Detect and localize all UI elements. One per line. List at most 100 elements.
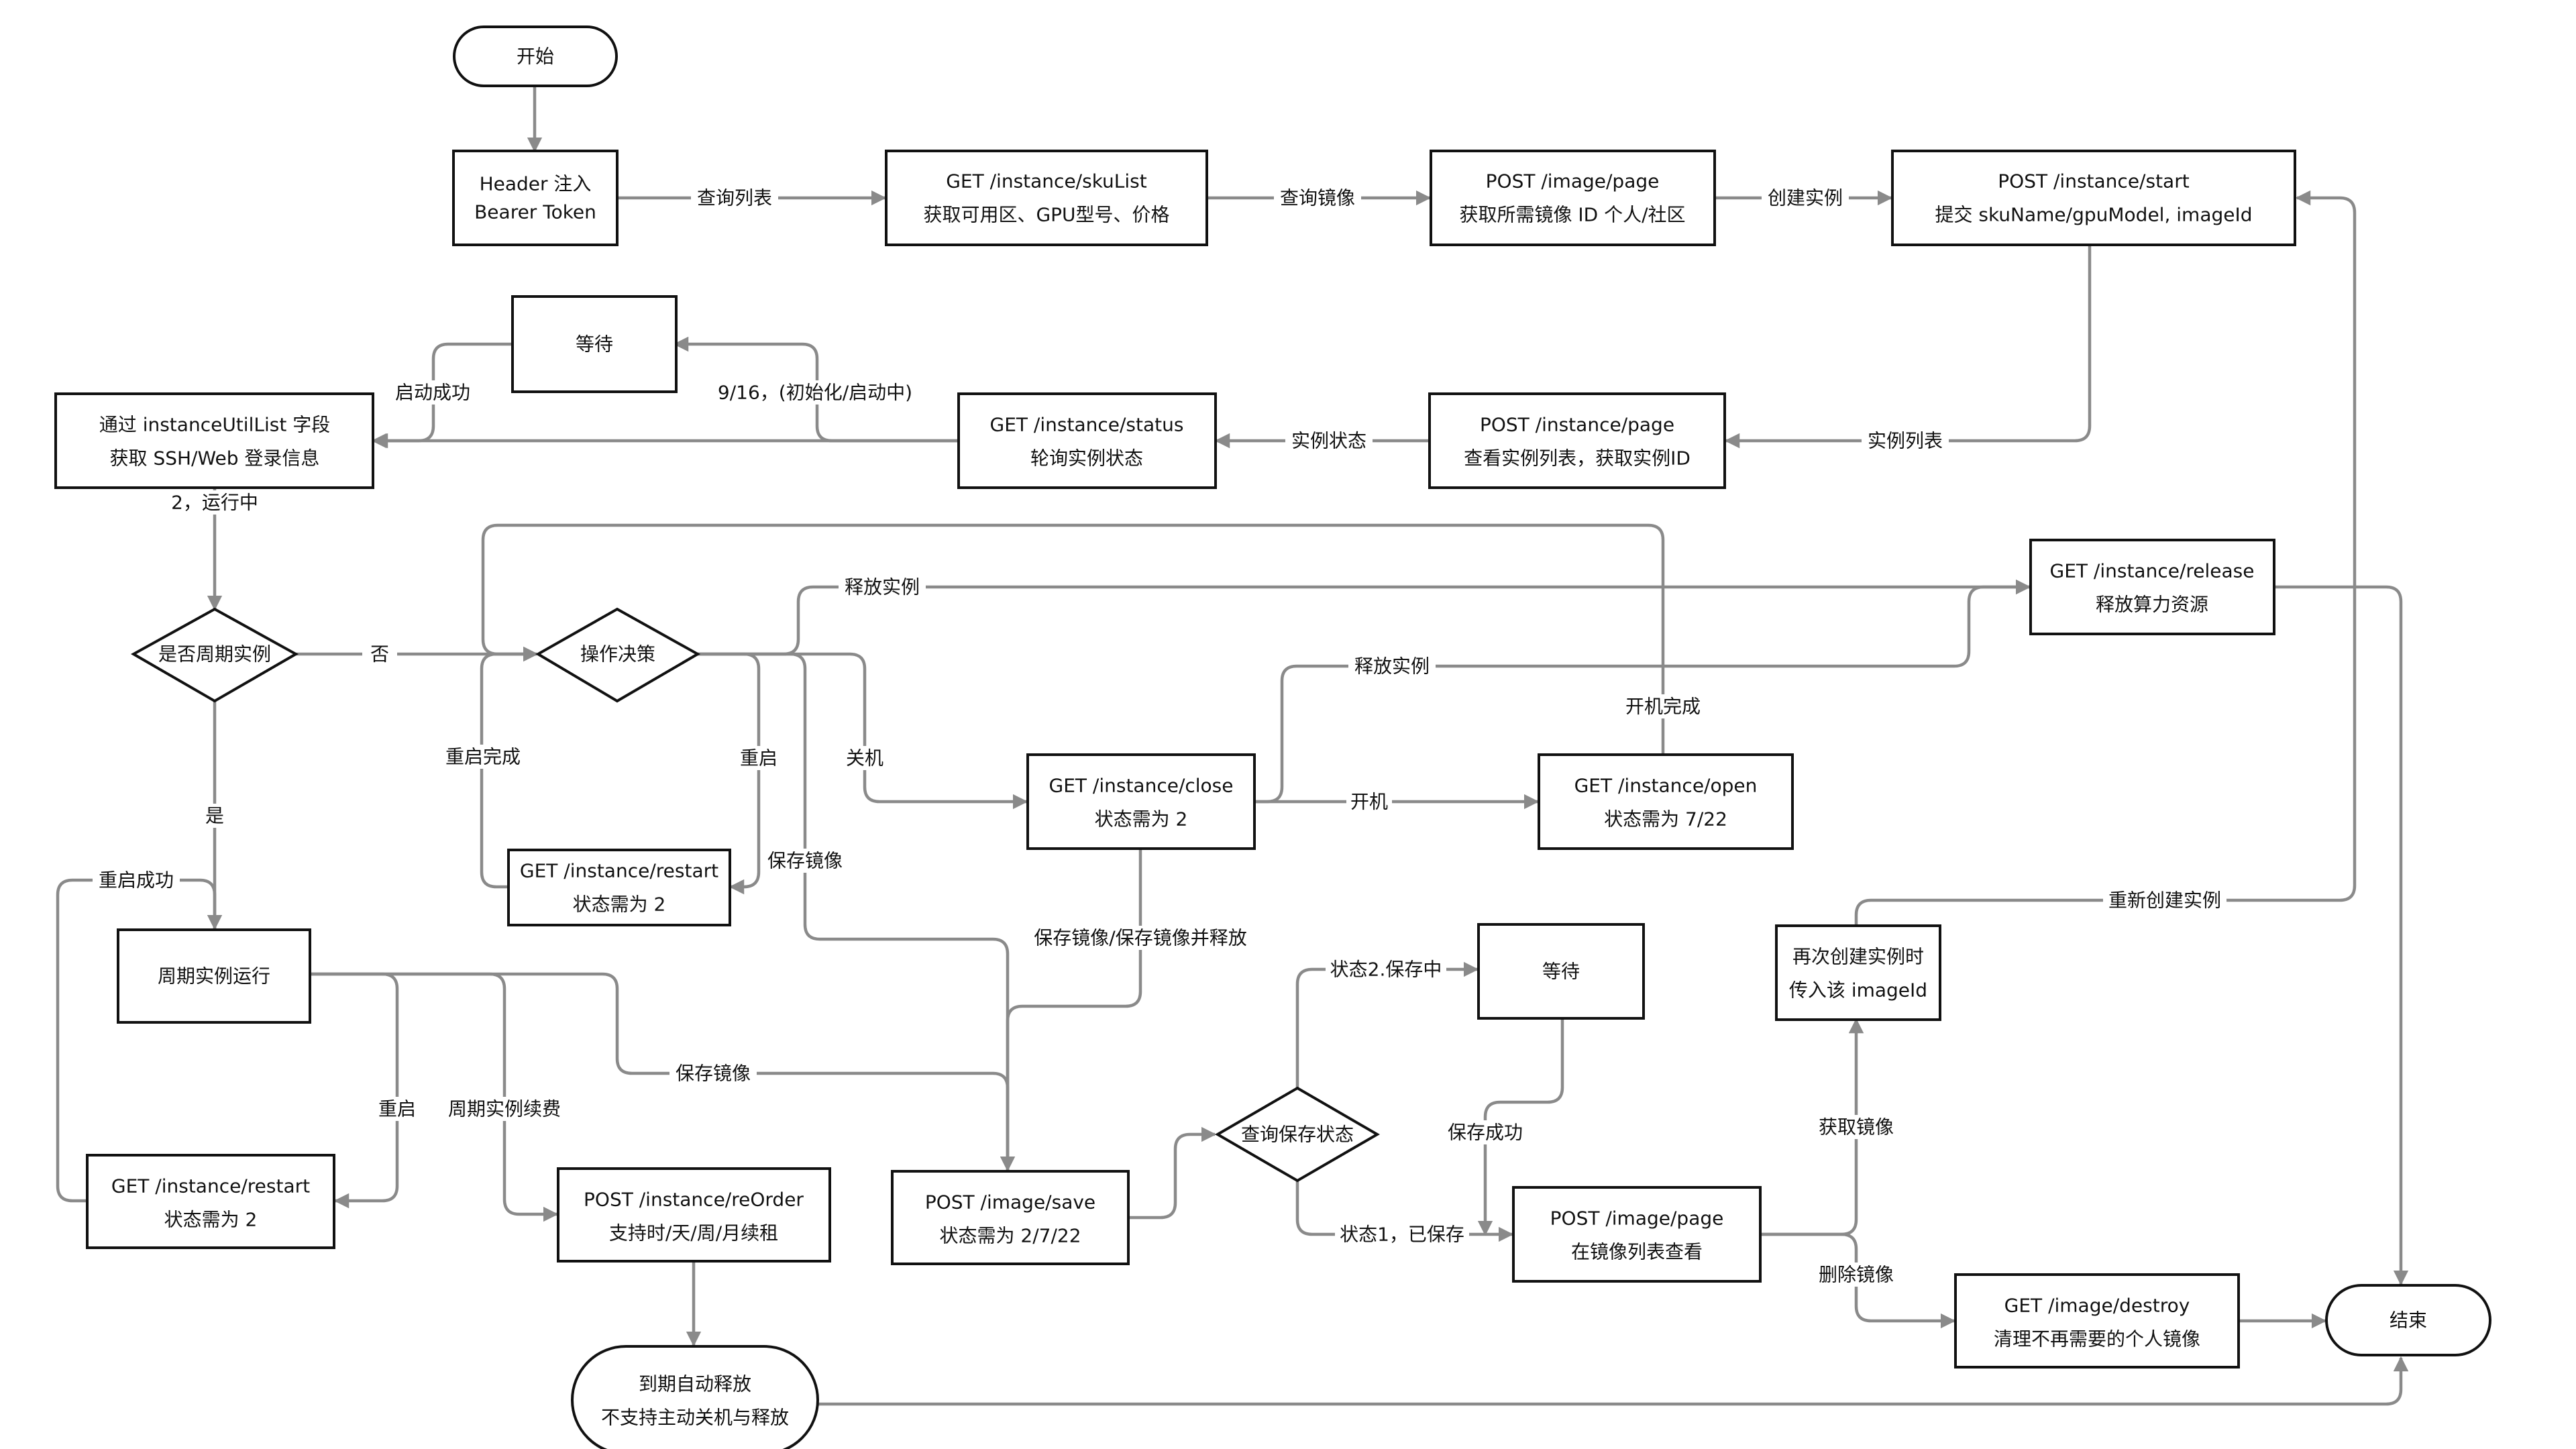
svg-text:重启完成: 重启完成 [445, 746, 521, 768]
svg-text:查询保存状态: 查询保存状态 [1241, 1124, 1354, 1146]
edge-run-reorder [310, 972, 559, 1222]
svg-text:GET /instance/release: GET /instance/release [2050, 560, 2255, 582]
svg-text:提交 skuName/gpuModel, imageId: 提交 skuName/gpuModel, imageId [1935, 204, 2252, 226]
svg-text:释放实例: 释放实例 [845, 576, 920, 598]
node-header-token: Header 注入 Bearer Token [452, 150, 619, 246]
node-instance-page: POST /instance/page 查看实例列表，获取实例ID [1428, 392, 1726, 489]
svg-text:保存镜像: 保存镜像 [676, 1063, 751, 1085]
label-boot-done: 开机完成 [1619, 694, 1707, 718]
node-image-page-query: POST /image/page 获取所需镜像 ID 个人/社区 [1430, 150, 1716, 246]
label-recreate: 重新创建实例 [2103, 888, 2226, 912]
svg-text:GET /instance/open: GET /instance/open [1574, 775, 1758, 797]
node-wait-mid: 等待 [1477, 923, 1645, 1020]
svg-text:实例状态: 实例状态 [1291, 430, 1366, 452]
svg-text:GET /instance/restart: GET /instance/restart [520, 860, 718, 882]
node-login-info: 通过 instanceUtilList 字段 获取 SSH/Web 登录信息 [54, 392, 374, 489]
svg-text:POST /image/page: POST /image/page [1486, 170, 1660, 193]
svg-text:实例列表: 实例列表 [1868, 430, 1943, 452]
node-recreate-hint: 再次创建实例时 传入该 imageId [1775, 924, 1941, 1021]
svg-text:状态需为 2/7/22: 状态需为 2/7/22 [939, 1225, 1081, 1247]
svg-text:等待: 等待 [1542, 961, 1580, 983]
svg-text:状态需为 2: 状态需为 2 [164, 1209, 258, 1231]
edge-open-decision [481, 523, 1665, 753]
svg-text:获取所需镜像 ID 个人/社区: 获取所需镜像 ID 个人/社区 [1459, 204, 1685, 226]
label-no: 否 [362, 642, 397, 666]
svg-text:开机: 开机 [1350, 791, 1388, 813]
label-running-2: 2，运行中 [161, 490, 268, 515]
edge-labels: 查询列表 查询镜像 创建实例 实例列表 实例状态 9/16，(初始化/启动中) … [93, 186, 2226, 1287]
svg-text:POST /image/save: POST /image/save [925, 1191, 1095, 1214]
edges [56, 86, 2409, 1406]
label-release-top: 释放实例 [839, 575, 926, 599]
label-query-list: 查询列表 [691, 186, 778, 210]
label-save-success: 保存成功 [1442, 1120, 1529, 1144]
node-restart-mid: GET /instance/restart 状态需为 2 [507, 849, 731, 926]
nodes: 开始 Header 注入 Bearer Token GET /instance/… [54, 25, 2491, 1449]
edge-query-imageview [1295, 1181, 1514, 1242]
node-instance-release: GET /instance/release 释放算力资源 [2029, 539, 2275, 635]
label-state2-saving: 状态2.保存中 [1326, 957, 1446, 981]
node-decision: 操作决策 [535, 607, 701, 703]
label-delete-image: 删除镜像 [1813, 1263, 1900, 1287]
svg-text:释放算力资源: 释放算力资源 [2096, 594, 2208, 616]
svg-text:保存镜像/保存镜像并释放: 保存镜像/保存镜像并释放 [1034, 927, 1246, 949]
svg-text:保存镜像: 保存镜像 [767, 850, 843, 872]
edge-close-save [1000, 849, 1142, 1172]
label-state1-saved: 状态1，已保存 [1335, 1222, 1469, 1246]
svg-text:GET /image/destroy: GET /image/destroy [2004, 1295, 2190, 1317]
svg-text:查看实例列表，获取实例ID: 查看实例列表，获取实例ID [1464, 447, 1690, 470]
svg-text:轮询实例状态: 轮询实例状态 [1030, 447, 1143, 470]
svg-text:获取可用区、GPU型号、价格: 获取可用区、GPU型号、价格 [923, 204, 1169, 226]
svg-text:删除镜像: 删除镜像 [1819, 1264, 1894, 1286]
node-start: 开始 [453, 25, 618, 87]
node-instance-status: GET /instance/status 轮询实例状态 [957, 392, 1217, 489]
edge-decision-save [698, 652, 1016, 1172]
svg-text:否: 否 [370, 643, 389, 665]
edge-save-query [1128, 1126, 1217, 1220]
svg-text:支持时/天/周/月续租: 支持时/天/周/月续租 [609, 1222, 778, 1244]
edge-start-instancepage [1724, 245, 2092, 449]
edge-wait-imageview [1477, 1018, 1564, 1236]
label-restart-left: 重启 [374, 1097, 420, 1121]
svg-text:是: 是 [205, 805, 224, 827]
label-instance-state: 实例状态 [1285, 429, 1373, 453]
svg-text:启动成功: 启动成功 [395, 382, 470, 404]
svg-text:重新创建实例: 重新创建实例 [2108, 890, 2221, 912]
svg-text:状态需为 7/22: 状态需为 7/22 [1604, 808, 1727, 830]
node-image-destroy: GET /image/destroy 清理不再需要的个人镜像 [1954, 1273, 2240, 1368]
label-shutdown: 关机 [842, 746, 888, 770]
label-save-image: 保存镜像 [761, 849, 849, 873]
svg-text:再次创建实例时: 再次创建实例时 [1792, 946, 1924, 968]
svg-text:POST /instance/page: POST /instance/page [1480, 414, 1674, 436]
svg-text:状态2.保存中: 状态2.保存中 [1330, 959, 1442, 981]
label-yes: 是 [197, 804, 232, 828]
svg-text:GET /instance/skuList: GET /instance/skuList [946, 170, 1147, 193]
svg-text:Bearer Token: Bearer Token [474, 201, 596, 223]
svg-text:不支持主动关机与释放: 不支持主动关机与释放 [601, 1407, 789, 1429]
svg-text:查询镜像: 查询镜像 [1280, 187, 1355, 209]
node-instance-start: POST /instance/start 提交 skuName/gpuModel… [1891, 150, 2296, 246]
svg-text:清理不再需要的个人镜像: 清理不再需要的个人镜像 [1994, 1328, 2200, 1350]
svg-text:获取 SSH/Web 登录信息: 获取 SSH/Web 登录信息 [110, 447, 320, 470]
edge-run-save [310, 972, 1016, 1172]
svg-text:到期自动释放: 到期自动释放 [639, 1373, 751, 1395]
svg-text:重启成功: 重启成功 [99, 869, 174, 892]
svg-text:释放实例: 释放实例 [1354, 655, 1430, 678]
svg-text:Header 注入: Header 注入 [480, 173, 592, 195]
svg-text:状态需为 2: 状态需为 2 [1095, 808, 1188, 830]
node-query-save: 查询保存状态 [1215, 1086, 1380, 1183]
svg-text:关机: 关机 [846, 747, 883, 769]
label-instance-list: 实例列表 [1862, 429, 1949, 453]
svg-text:操作决策: 操作决策 [580, 643, 655, 665]
svg-text:等待: 等待 [576, 333, 613, 356]
edge-query-wait [1295, 961, 1479, 1088]
svg-text:开始: 开始 [517, 46, 554, 68]
node-instance-close: GET /instance/close 状态需为 2 [1026, 753, 1256, 850]
node-end: 结束 [2325, 1284, 2491, 1356]
label-renew: 周期实例续费 [443, 1097, 566, 1121]
svg-text:开机完成: 开机完成 [1625, 696, 1701, 718]
node-is-periodic: 是否周期实例 [130, 607, 299, 703]
label-status-9-16: 9/16，(初始化/启动中) [708, 380, 922, 405]
node-wait-top: 等待 [511, 295, 678, 393]
edge-restart-decision [480, 646, 539, 889]
